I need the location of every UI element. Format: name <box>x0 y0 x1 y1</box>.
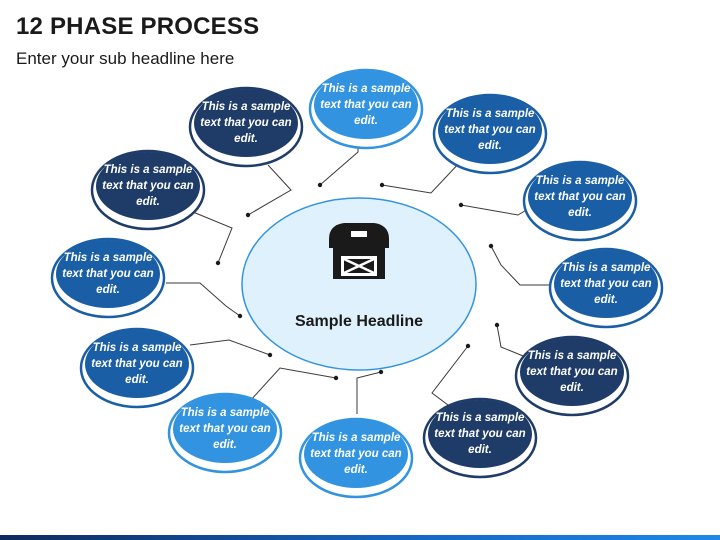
connector-line-7 <box>356 371 382 414</box>
barn-icon <box>329 223 389 279</box>
connector-dot-3 <box>458 202 464 208</box>
phase-text-2: This is a sample text that you can edit. <box>444 108 536 152</box>
phase-bubble-12 <box>188 86 304 168</box>
phase-bubble-3 <box>522 160 638 242</box>
phase-bubble-9 <box>79 327 195 409</box>
connector-line-12 <box>247 164 292 216</box>
connector-line-6 <box>431 345 469 406</box>
phase-fill-7 <box>304 420 408 488</box>
phase-bubble-4 <box>548 247 664 329</box>
phase-text-3: This is a sample text that you can edit. <box>534 175 626 219</box>
phase-bubble-2 <box>432 93 548 175</box>
connector-line-8 <box>249 367 337 402</box>
phase-bubble-5 <box>514 335 630 417</box>
connector-dot-8 <box>333 375 339 381</box>
phase-text-11: This is a sample text that you can edit. <box>102 164 194 208</box>
phase-bubble-8 <box>167 392 283 474</box>
phase-bubble-6 <box>422 397 538 479</box>
connector-line-4 <box>490 245 557 286</box>
phase-text-4: This is a sample text that you can edit. <box>560 262 652 306</box>
page-subtitle: Enter your sub headline here <box>16 49 235 68</box>
page-title: 12 PHASE PROCESS <box>16 13 260 40</box>
phase-fill-12 <box>194 89 298 157</box>
bottom-accent-bar <box>0 535 720 540</box>
phase-fill-10 <box>56 240 160 308</box>
connector-dot-10 <box>237 313 243 319</box>
phase-text-6: This is a sample text that you can edit. <box>434 412 526 456</box>
connector-dot-9 <box>267 352 273 358</box>
phase-fill-6 <box>428 400 532 468</box>
connector-line-11 <box>192 211 233 264</box>
connector-dot-1 <box>317 182 323 188</box>
phase-bubbles <box>50 68 664 499</box>
phase-fill-11 <box>96 152 200 220</box>
phase-text-8: This is a sample text that you can edit. <box>179 407 271 451</box>
phase-bubble-1 <box>308 68 424 150</box>
phase-fill-4 <box>554 250 658 318</box>
connector-line-9 <box>189 339 271 356</box>
center-headline: Sample Headline <box>294 313 424 330</box>
phase-text-9: This is a sample text that you can edit. <box>91 342 183 386</box>
connector-dot-7 <box>378 369 384 375</box>
phase-fill-5 <box>520 338 624 406</box>
phase-bubble-11 <box>90 149 206 231</box>
phase-text-5: This is a sample text that you can edit. <box>526 350 618 394</box>
phase-text-1: This is a sample text that you can edit. <box>320 83 412 127</box>
connector-dot-2 <box>379 182 385 188</box>
connector-line-2 <box>381 159 463 194</box>
phase-fill-8 <box>173 395 277 463</box>
phase-fill-9 <box>85 330 189 398</box>
phase-fill-1 <box>314 71 418 139</box>
connector-dot-11 <box>215 260 221 266</box>
phase-text-7: This is a sample text that you can edit. <box>310 432 402 476</box>
center-ellipse <box>241 197 477 371</box>
phase-fill-2 <box>438 96 542 164</box>
phase-text-10: This is a sample text that you can edit. <box>62 252 154 296</box>
phase-bubble-7 <box>298 417 414 499</box>
connector-dot-6 <box>465 343 471 349</box>
phase-text-12: This is a sample text that you can edit. <box>200 101 292 145</box>
connector-dot-4 <box>488 243 494 249</box>
connector-line-10 <box>166 282 241 317</box>
phase-fill-3 <box>528 163 632 231</box>
phase-bubble-10 <box>50 237 166 319</box>
connector-dot-12 <box>245 212 251 218</box>
connector-dot-5 <box>494 322 500 328</box>
connector-line-5 <box>496 324 529 359</box>
